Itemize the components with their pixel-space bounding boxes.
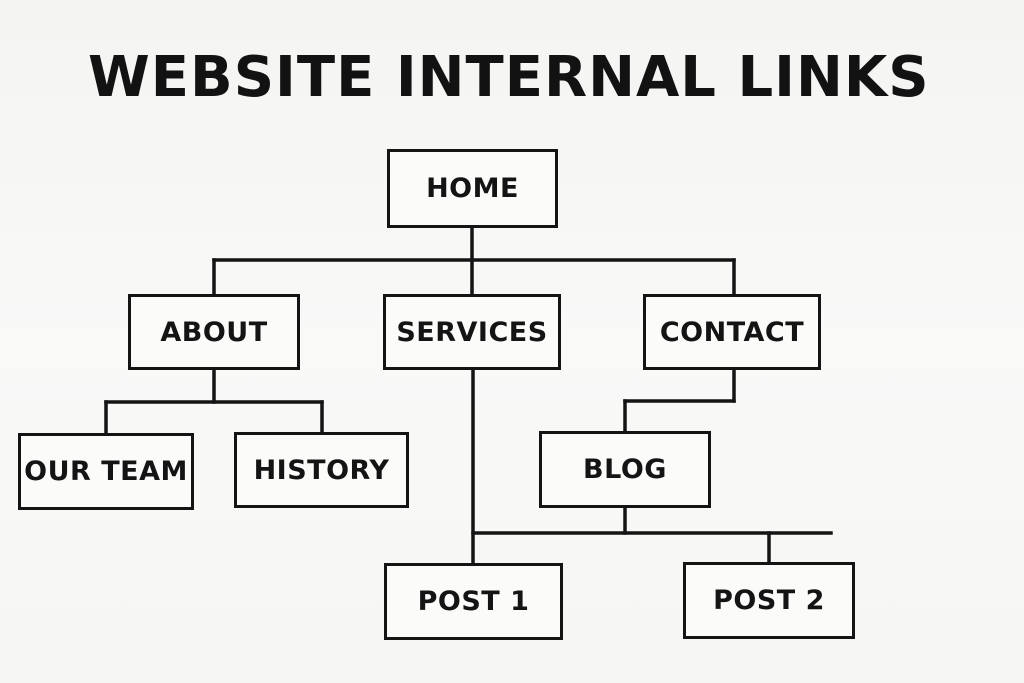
node-post-1: POST 1 (384, 563, 563, 640)
node-post-2-label: POST 2 (713, 585, 825, 616)
diagram-title: WEBSITE INTERNAL LINKS (88, 45, 930, 110)
node-post-1-label: POST 1 (417, 586, 530, 617)
node-blog: BLOG (539, 431, 711, 508)
node-home: HOME (387, 149, 558, 228)
node-about: ABOUT (128, 294, 300, 370)
node-blog-label: BLOG (583, 454, 667, 485)
node-history-label: HISTORY (253, 454, 390, 486)
node-history: HISTORY (234, 432, 409, 508)
node-post-2: POST 2 (683, 562, 855, 639)
node-about-label: ABOUT (160, 316, 268, 348)
node-our-team: OUR TEAM (18, 433, 194, 510)
node-services: SERVICES (383, 294, 561, 370)
node-home-label: HOME (426, 173, 519, 204)
node-services-label: SERVICES (396, 316, 548, 348)
node-contact-label: CONTACT (659, 316, 805, 348)
node-our-team-label: OUR TEAM (24, 456, 188, 487)
node-contact: CONTACT (643, 294, 821, 370)
